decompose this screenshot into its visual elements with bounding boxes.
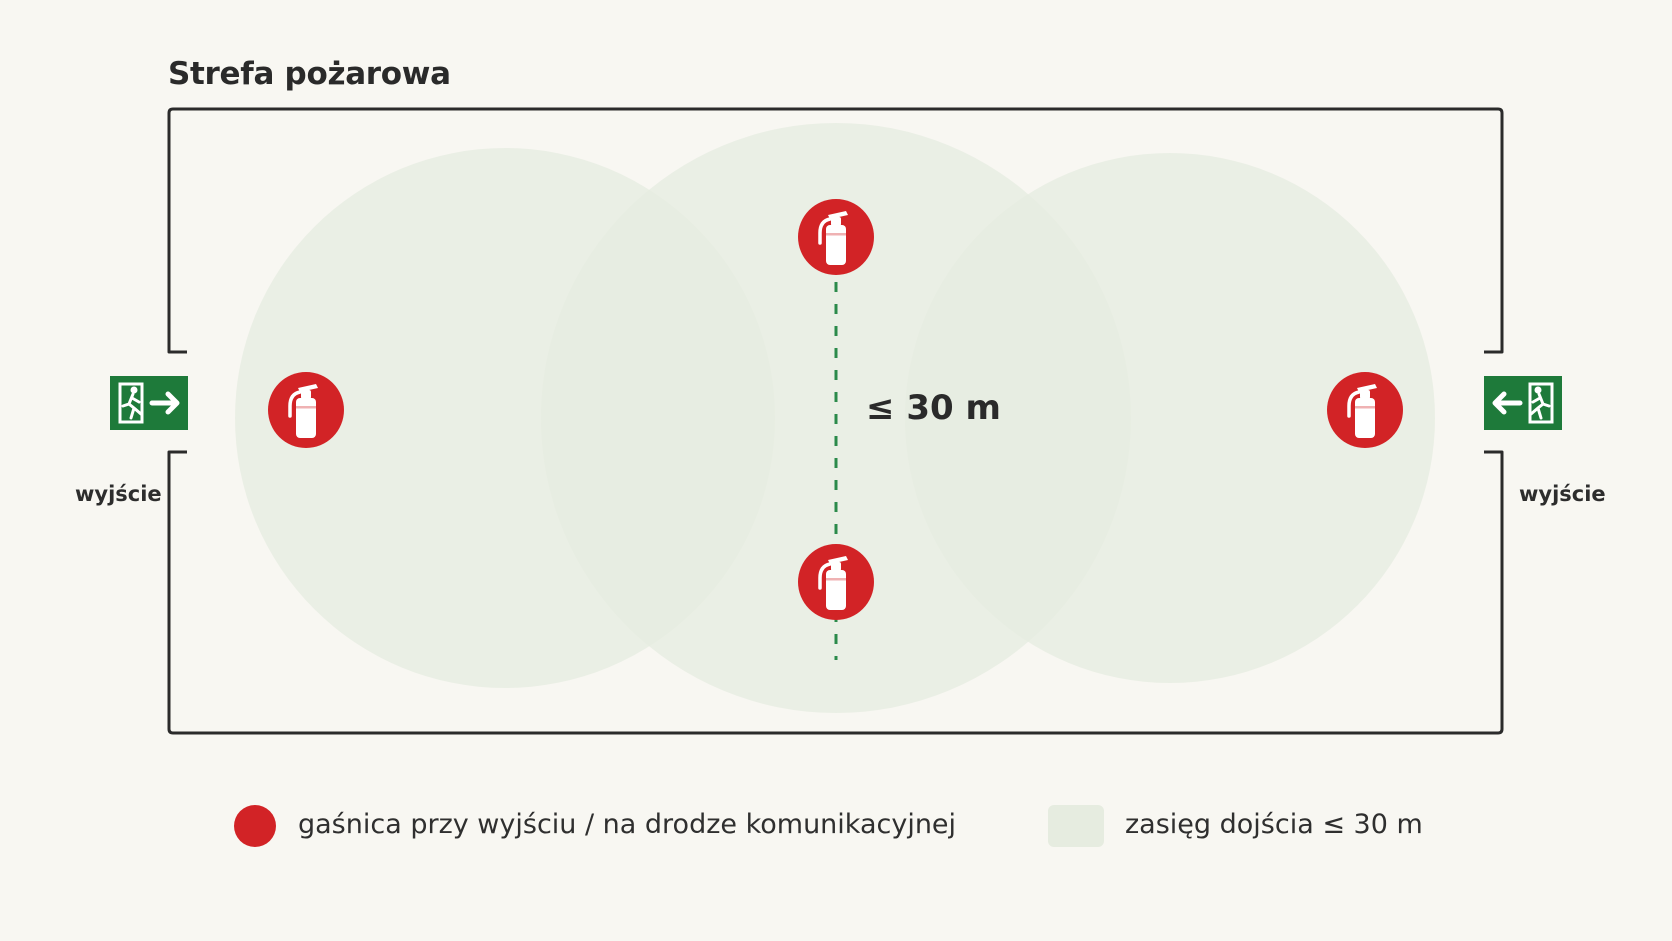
reach-zones bbox=[235, 123, 1435, 713]
legend-extinguisher-label: gaśnica przy wyjściu / na drodze komunik… bbox=[298, 809, 957, 840]
fire-extinguisher-icon bbox=[796, 542, 876, 622]
exit-label-left: wyjście bbox=[75, 482, 162, 506]
emergency-exit-sign-icon bbox=[110, 376, 188, 430]
reach-zone-right bbox=[905, 153, 1435, 683]
legend-zone-label: zasięg dojścia ≤ 30 m bbox=[1125, 809, 1423, 840]
legend: gaśnica przy wyjściu / na drodze komunik… bbox=[0, 800, 1672, 850]
zone-walls bbox=[167, 107, 1504, 735]
distance-label: ≤ 30 m bbox=[866, 388, 1001, 428]
reach-zone-swatch-icon bbox=[1048, 805, 1104, 847]
fire-extinguisher-icon bbox=[796, 197, 876, 277]
diagram-title: Strefa pożarowa bbox=[168, 56, 451, 92]
emergency-exit-sign-icon bbox=[1484, 376, 1562, 430]
fire-extinguisher-icon bbox=[266, 370, 346, 450]
exit-label-right: wyjście bbox=[1519, 482, 1606, 506]
fire-extinguisher-icon bbox=[1325, 370, 1405, 450]
extinguisher-dot-icon bbox=[234, 805, 276, 847]
